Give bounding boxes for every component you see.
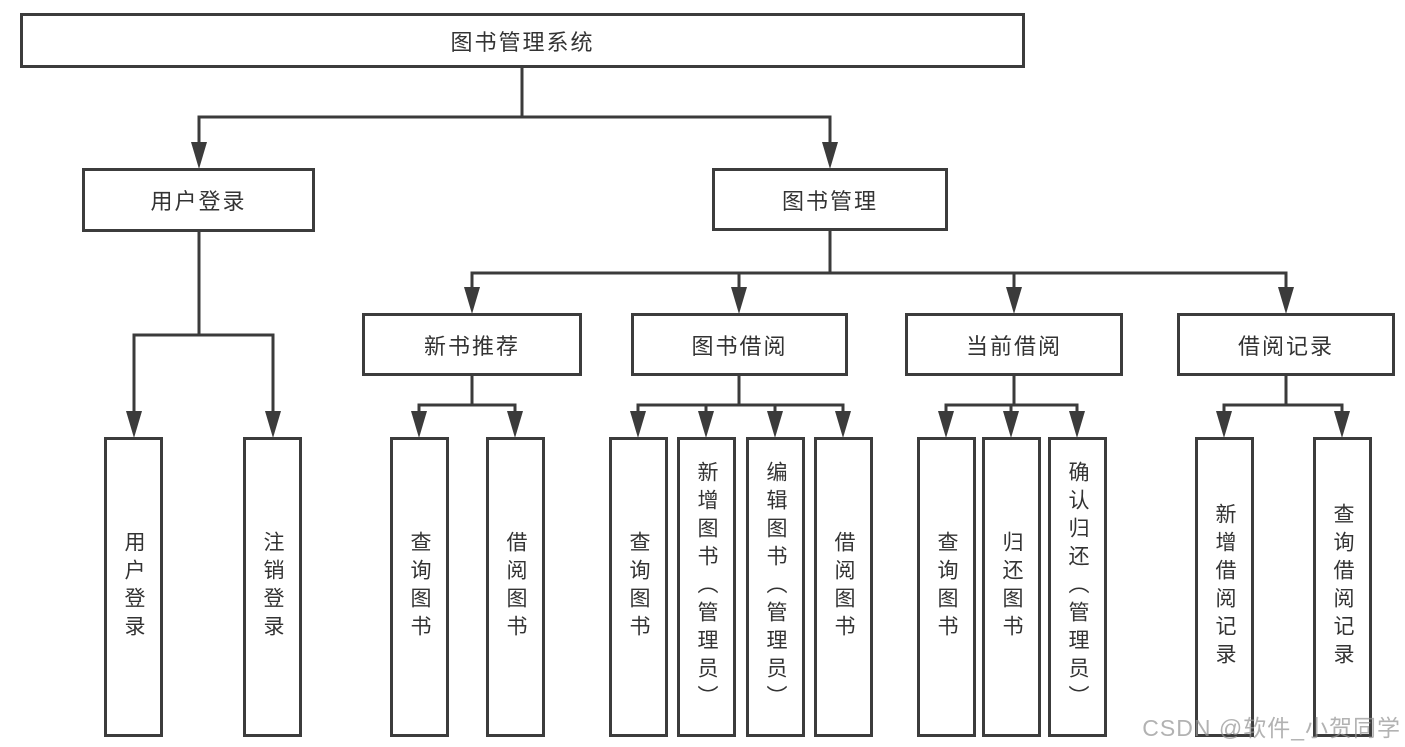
leaf-add-books-admin: 新增图书（管理员）	[677, 437, 736, 737]
leaf-query-books-borrowing: 查询图书	[609, 437, 668, 737]
node-borrowing-records: 借阅记录	[1177, 313, 1395, 376]
leaf-edit-books-admin: 编辑图书（管理员）	[746, 437, 805, 737]
leaf-confirm-return-admin: 确认归还（管理员）	[1048, 437, 1107, 737]
csdn-watermark: CSDN @软件_小贺同学	[1142, 715, 1401, 741]
leaf-query-books-recommend: 查询图书	[390, 437, 449, 737]
node-user-login: 用户登录	[82, 168, 315, 232]
node-book-borrowing: 图书借阅	[631, 313, 848, 376]
leaf-logout: 注销登录	[243, 437, 302, 737]
arrowheads	[126, 142, 1350, 438]
leaf-add-borrow-record: 新增借阅记录	[1195, 437, 1254, 737]
leaf-borrow-books: 借阅图书	[814, 437, 873, 737]
leaf-query-books-current: 查询图书	[917, 437, 976, 737]
node-book-management: 图书管理	[712, 168, 948, 231]
node-library-management-system: 图书管理系统	[20, 13, 1025, 68]
leaf-return-books: 归还图书	[982, 437, 1041, 737]
leaf-query-borrow-record: 查询借阅记录	[1313, 437, 1372, 737]
leaf-borrow-books-recommend: 借阅图书	[486, 437, 545, 737]
node-current-borrowing: 当前借阅	[905, 313, 1123, 376]
node-new-book-recommendation: 新书推荐	[362, 313, 582, 376]
leaf-user-login: 用户登录	[104, 437, 163, 737]
